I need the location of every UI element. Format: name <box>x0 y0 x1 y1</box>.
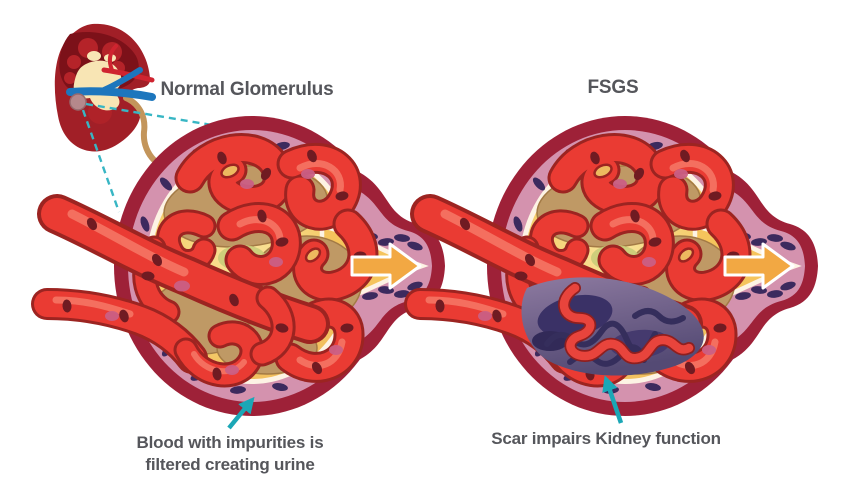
fsgs-glomerulus-illustration <box>420 116 818 416</box>
renal-vein <box>66 87 156 101</box>
caption-left: Blood with impurities is filtered creati… <box>137 396 324 474</box>
kidney-illustration <box>54 23 157 163</box>
caption-arrow-right <box>602 375 624 424</box>
ureter <box>123 95 157 163</box>
scar-region <box>521 277 704 376</box>
shrunken-capillary <box>559 283 694 363</box>
caption-left-line1: Blood with impurities is <box>137 433 324 452</box>
glomerulus-location-marker <box>69 93 87 111</box>
caption-right-text: Scar impairs Kidney function <box>491 429 721 448</box>
caption-arrow-left <box>227 396 255 430</box>
title-fsgs: FSGS <box>588 77 639 98</box>
caption-right: Scar impairs Kidney function <box>491 375 721 448</box>
caption-left-line2: filtered creating urine <box>145 455 314 474</box>
normal-glomerulus-illustration <box>47 116 445 416</box>
title-normal-glomerulus: Normal Glomerulus <box>161 79 334 100</box>
